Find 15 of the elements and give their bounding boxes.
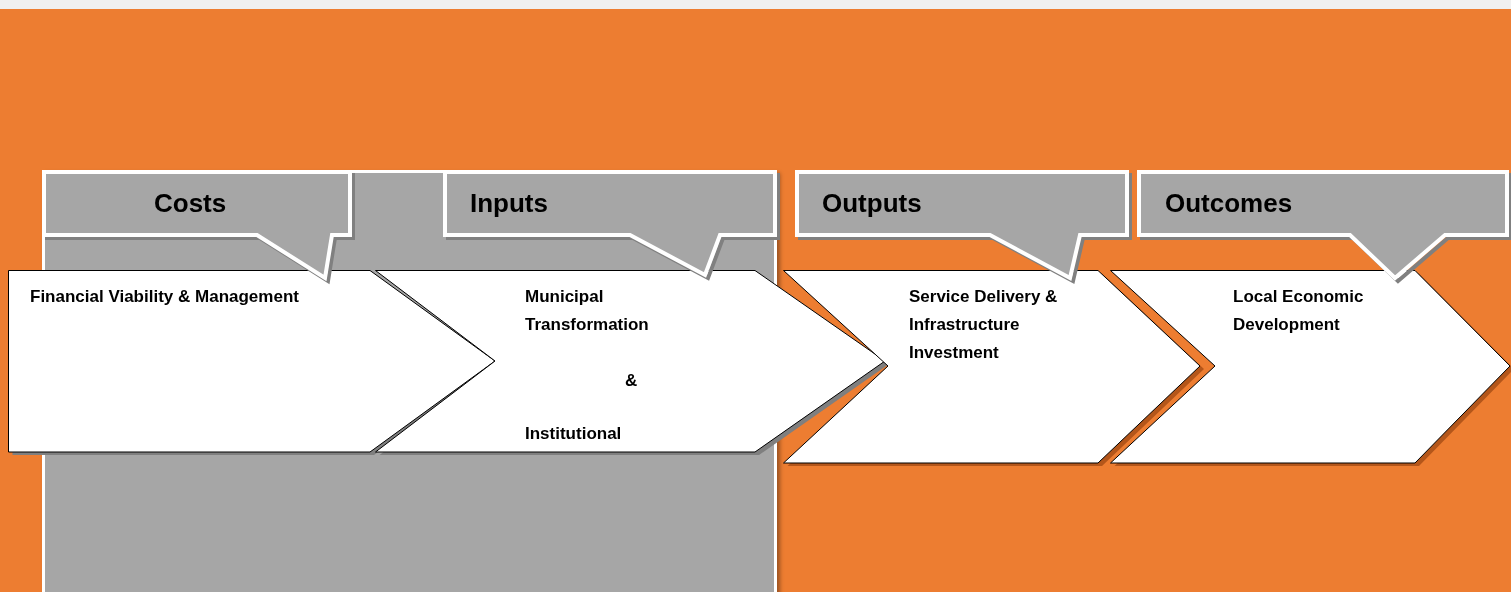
speech-callout — [795, 170, 1129, 282]
chevron-label: Municipal Transformation — [525, 286, 650, 336]
speech-callout — [1137, 170, 1509, 282]
chevron-label: Local Economic Development — [1233, 286, 1365, 336]
chevron-label: Financial Viability & Management — [30, 286, 300, 308]
callout-heading: Costs — [154, 187, 228, 220]
chevron-label: Service Delivery & Infrastructure Investment — [909, 286, 1059, 364]
chevron-label: & — [625, 370, 639, 392]
callout-heading: Outcomes — [1165, 187, 1294, 220]
speech-callout — [443, 170, 777, 282]
callout-heading: Outputs — [822, 187, 923, 220]
speech-callout — [42, 170, 352, 282]
chevron-label: Institutional — [525, 423, 623, 445]
callout-heading: Inputs — [470, 187, 549, 220]
chevron-arrow — [1110, 270, 1511, 464]
